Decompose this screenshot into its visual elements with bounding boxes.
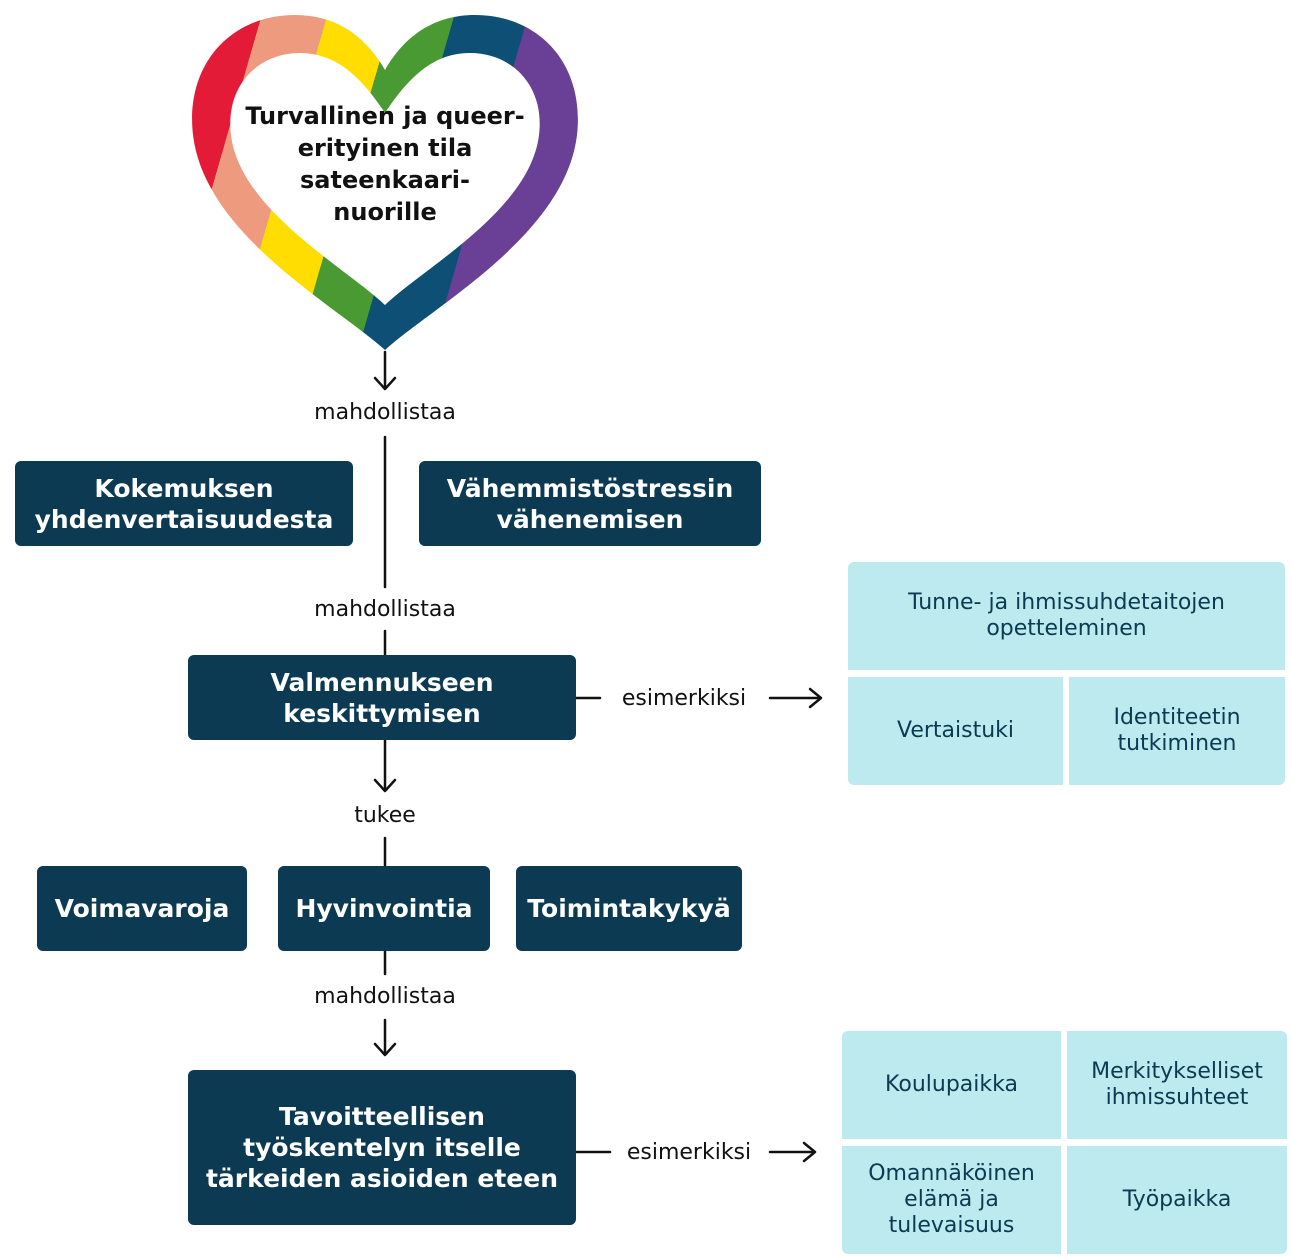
rainbow-heart-icon — [192, 15, 578, 350]
example2-bottomright: Työpaikka — [1067, 1146, 1287, 1254]
box-hyvinvointia: Hyvinvointia — [278, 866, 490, 951]
connector-label-3: tukee — [335, 803, 435, 829]
arrow-head-2 — [373, 778, 397, 793]
box-valmennukseen: Valmennukseen keskittymisen — [188, 655, 576, 740]
arrow-head-1 — [373, 376, 397, 391]
connector-label-2: mahdollistaa — [290, 597, 480, 623]
connector-label-1: mahdollistaa — [285, 400, 485, 426]
example2-bottomleft: Omannäköinen elämä ja tulevaisuus — [842, 1146, 1061, 1254]
box-kokemuksen: Kokemuksen yhdenvertaisuudesta — [15, 461, 353, 546]
example1-right: Identiteetin tutkiminen — [1069, 677, 1285, 785]
example2-topright: Merkitykselliset ihmissuhteet — [1067, 1031, 1287, 1139]
example1-left: Vertaistuki — [848, 677, 1063, 785]
box-voimavaroja: Voimavaroja — [37, 866, 247, 951]
example-arrow-head-1 — [808, 687, 823, 709]
box-toimintakykya: Toimintakykyä — [516, 866, 742, 951]
example1-top: Tunne- ja ihmissuhdetaitojen opettelemin… — [848, 562, 1285, 670]
heart-text: Turvallinen ja queer- erityinen tila sat… — [245, 102, 525, 226]
example-arrow-head-2 — [802, 1141, 817, 1163]
connector-label-4: mahdollistaa — [285, 984, 485, 1010]
example-label-2: esimerkiksi — [614, 1140, 764, 1166]
example-label-1: esimerkiksi — [604, 686, 764, 712]
example2-topleft: Koulupaikka — [842, 1031, 1061, 1139]
arrow-head-3 — [373, 1042, 397, 1057]
box-tavoitteellisen: Tavoitteellisen työskentelyn itselle tär… — [188, 1070, 576, 1225]
box-vahemmistostressin: Vähemmistöstressin vähenemisen — [419, 461, 761, 546]
